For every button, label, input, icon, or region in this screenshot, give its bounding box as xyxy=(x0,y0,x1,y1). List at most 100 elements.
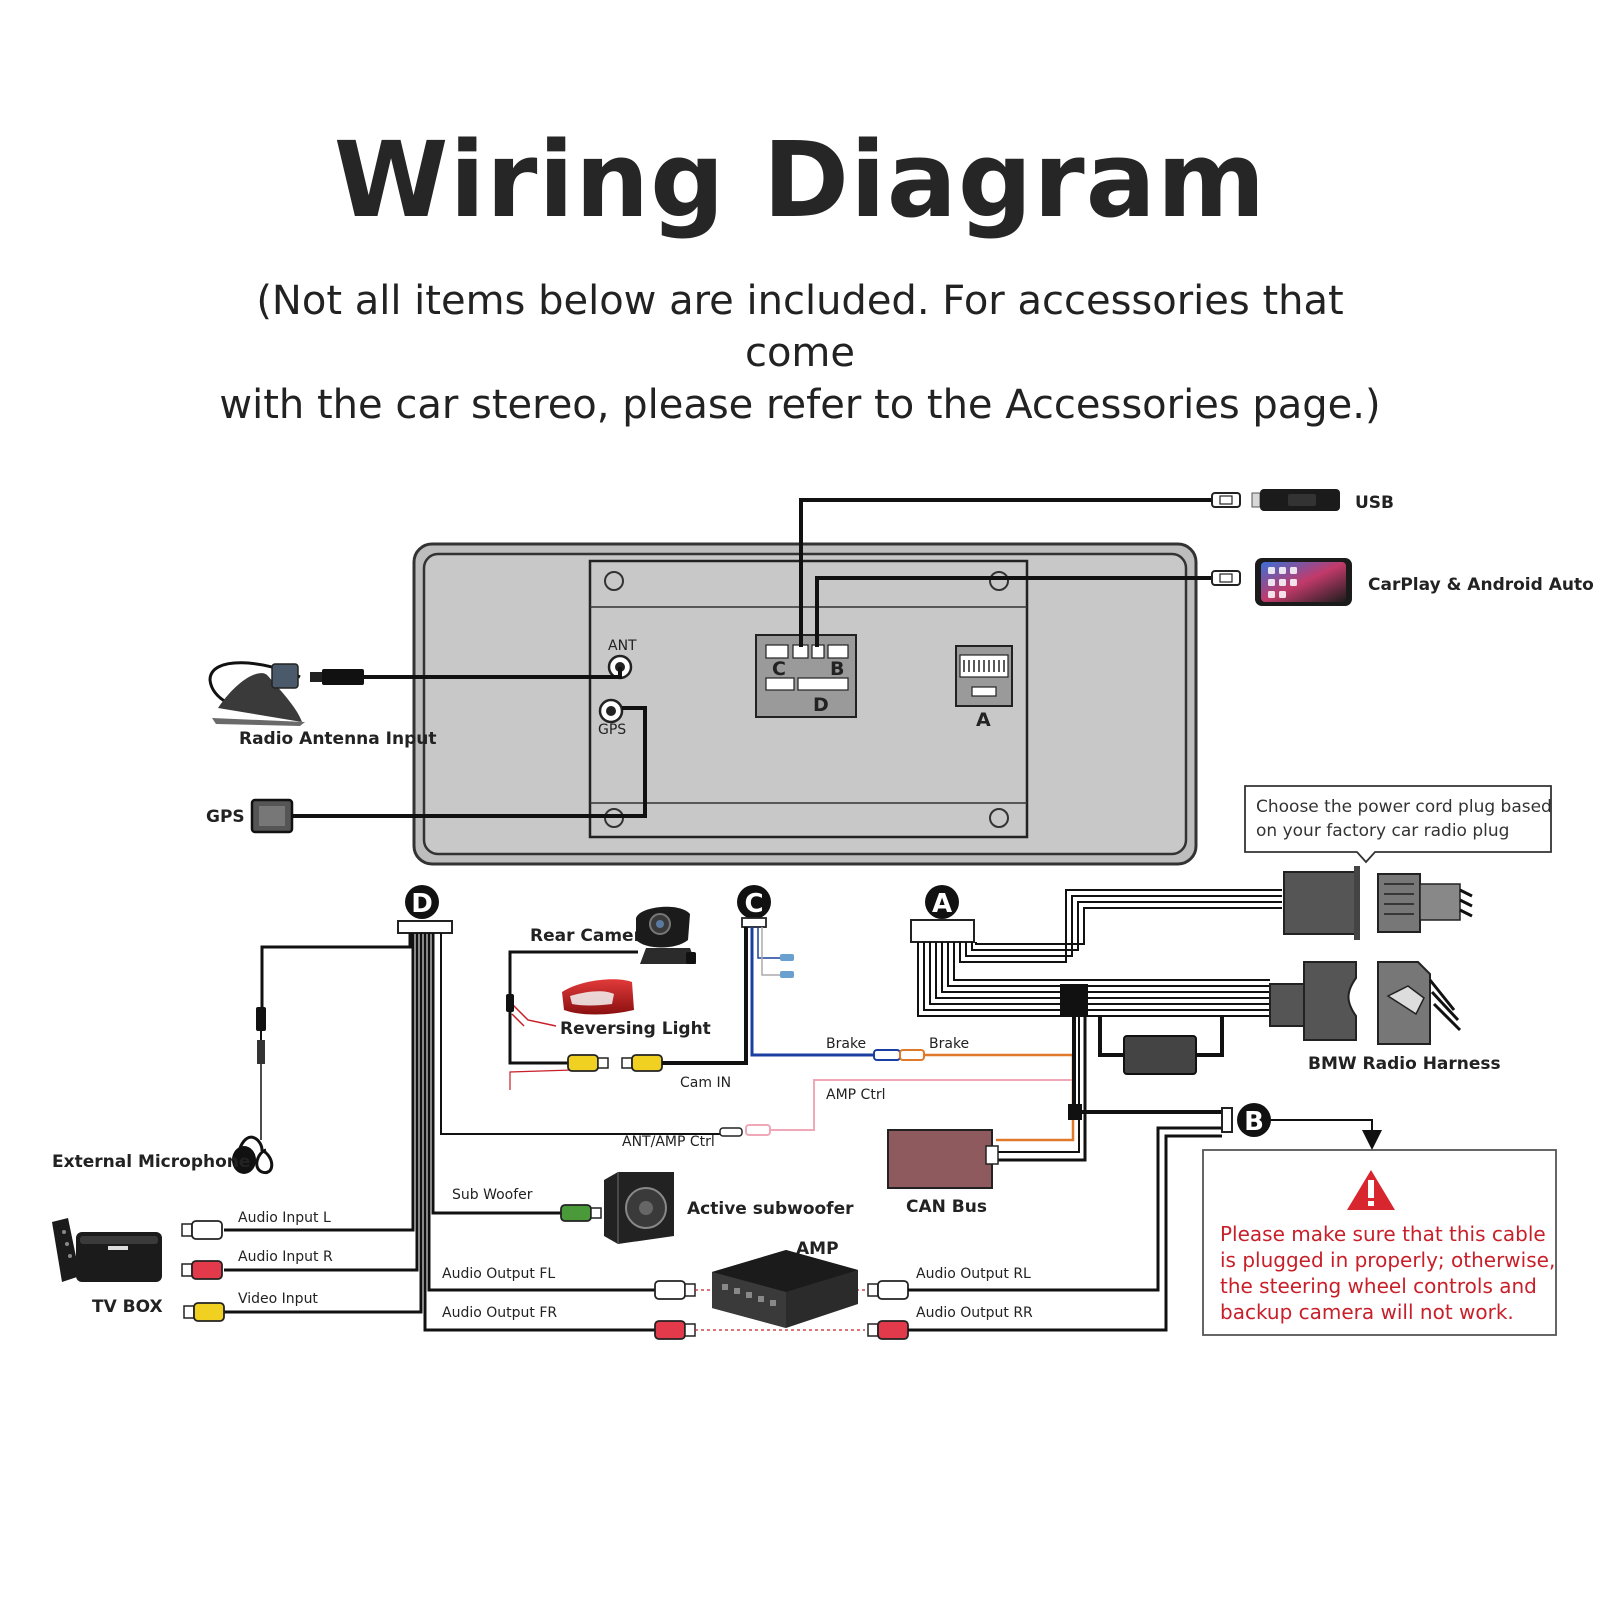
wire-label-amp-ctrl: AMP Ctrl xyxy=(826,1087,885,1103)
wire-label-audio-output-fr: Audio Output FR xyxy=(442,1305,557,1321)
amp-label: AMP xyxy=(796,1239,839,1259)
subtitle-line-2: with the car stereo, please refer to the… xyxy=(219,382,1381,428)
rca-plug-icon xyxy=(621,1054,663,1072)
rca-plug-icon xyxy=(654,1280,696,1300)
wire-label-cam-in: Cam IN xyxy=(680,1075,731,1091)
wire-label-ant-amp-ctrl: ANT/AMP Ctrl xyxy=(622,1134,715,1150)
inline-filter xyxy=(1123,1035,1197,1075)
can-bus-cable xyxy=(996,1016,1087,1162)
page-title: Wiring Diagram xyxy=(333,119,1267,241)
screw-hole-icon xyxy=(604,571,624,591)
rca-plug-icon xyxy=(867,1320,909,1340)
rca-plug-icon xyxy=(181,1260,223,1280)
brake-cable-orange xyxy=(924,1053,1075,1142)
amplifier-icon xyxy=(712,1250,858,1328)
wire-label-audio-input-l: Audio Input L xyxy=(238,1210,331,1226)
rca-plug-icon xyxy=(560,1204,602,1222)
callout-line-2: on your factory car radio plug xyxy=(1256,821,1509,841)
page-subtitle: (Not all items below are included. For a… xyxy=(200,275,1400,431)
usb-plug-icon xyxy=(1211,492,1241,508)
marker-c-letter: C xyxy=(744,889,763,919)
usb-plug-icon xyxy=(1211,570,1241,586)
audio-output-rr-cable xyxy=(908,1134,1222,1332)
screw-hole-icon xyxy=(989,571,1009,591)
port-b-label: B xyxy=(830,658,844,680)
connector-block-cbd[interactable]: C B D xyxy=(755,634,857,718)
usb-cable xyxy=(799,498,1212,647)
carplay-label: CarPlay & Android Auto xyxy=(1368,575,1594,595)
marker-a-letter: A xyxy=(932,889,952,919)
power-plug-male-icon xyxy=(1283,866,1360,940)
harness-a-plug[interactable] xyxy=(910,919,975,943)
warning-line-1: Please make sure that this cable xyxy=(1220,1222,1546,1246)
warning-triangle-icon xyxy=(1347,1170,1395,1210)
bmw-plug-female-icon xyxy=(1377,961,1462,1045)
shark-fin-antenna-icon xyxy=(208,661,305,726)
wire-label-audio-output-rr: Audio Output RR xyxy=(916,1305,1033,1321)
usb-label: USB xyxy=(1355,493,1394,513)
port-a-label: A xyxy=(976,709,991,731)
external-microphone-label: External Microphone xyxy=(52,1152,250,1172)
antenna-plug-icon xyxy=(322,669,364,685)
rear-camera-label: Rear Camera xyxy=(530,926,653,946)
callout-line-1: Choose the power cord plug based xyxy=(1256,797,1552,817)
head-unit: ANT GPS C B D xyxy=(412,542,1198,866)
harness-c-plug[interactable] xyxy=(741,917,767,928)
bmw-radio-harness-label: BMW Radio Harness xyxy=(1308,1054,1501,1074)
wire-label-audio-output-rl: Audio Output RL xyxy=(916,1266,1031,1282)
marker-b-letter: B xyxy=(1244,1107,1264,1137)
rca-plug-icon xyxy=(181,1220,223,1240)
amp-ctrl-cable xyxy=(770,1079,1073,1131)
remote-icon xyxy=(52,1218,80,1282)
wire-label-brake-left: Brake xyxy=(826,1036,866,1052)
rca-plug-icon xyxy=(654,1320,696,1340)
marker-d-letter: D xyxy=(411,889,433,919)
rca-plug-icon xyxy=(183,1302,225,1322)
rca-plug-icon xyxy=(567,1054,609,1072)
harness-b-plug[interactable] xyxy=(1221,1107,1233,1133)
harness-marker-a: A xyxy=(925,885,959,919)
can-bus-box[interactable] xyxy=(887,1129,993,1189)
harness-marker-d: D xyxy=(405,885,439,919)
usb-stick-icon xyxy=(1251,489,1340,511)
radio-antenna-label: Radio Antenna Input xyxy=(239,729,437,749)
rear-camera-icon xyxy=(636,906,696,964)
port-c-label: C xyxy=(772,658,786,680)
gps-jack-label: GPS xyxy=(598,722,626,738)
tv-box-label: TV BOX xyxy=(92,1297,163,1317)
harness-d-plug[interactable] xyxy=(397,920,453,934)
warning-line-4: backup camera will not work. xyxy=(1220,1300,1514,1324)
port-a-connector[interactable] xyxy=(955,645,1013,707)
gps-module-icon xyxy=(250,798,294,834)
cam-in-cable xyxy=(685,927,748,1065)
screw-hole-icon xyxy=(989,808,1009,828)
wire-label-audio-output-fl: Audio Output FL xyxy=(442,1266,555,1282)
harness-marker-c: C xyxy=(737,885,771,919)
wire-label-video-input: Video Input xyxy=(238,1291,318,1307)
warning-line-3: the steering wheel controls and xyxy=(1220,1274,1537,1298)
ant-jack-label: ANT xyxy=(608,638,637,654)
phone-icon xyxy=(1255,558,1352,606)
plug-selection-callout: Choose the power cord plug based on your… xyxy=(1244,785,1552,864)
subwoofer-icon xyxy=(604,1172,674,1244)
gps-device-label: GPS xyxy=(206,807,245,827)
rca-plug-icon xyxy=(867,1280,909,1300)
wire-label-audio-input-r: Audio Input R xyxy=(238,1249,333,1265)
antenna-cable xyxy=(363,667,622,679)
port-d-label: D xyxy=(813,694,829,716)
wire-label-sub-woofer: Sub Woofer xyxy=(452,1187,533,1203)
brake-cable-blue xyxy=(750,927,880,1057)
warning-line-2: is plugged in properly; otherwise, xyxy=(1220,1248,1555,1272)
bmw-plug-male-icon xyxy=(1269,961,1357,1041)
microphone-icon xyxy=(232,1007,274,1175)
harness-marker-b: B xyxy=(1237,1103,1271,1137)
harness-d-bundle xyxy=(224,933,720,1332)
wire-label-brake-right: Brake xyxy=(929,1036,969,1052)
power-plug-female-icon xyxy=(1377,873,1473,933)
reversing-light-label: Reversing Light xyxy=(560,1019,711,1039)
microphone-cable xyxy=(260,933,412,1010)
subtitle-line-1: (Not all items below are included. For a… xyxy=(256,278,1344,376)
carplay-cable xyxy=(815,576,1212,647)
gps-cable xyxy=(290,706,647,818)
